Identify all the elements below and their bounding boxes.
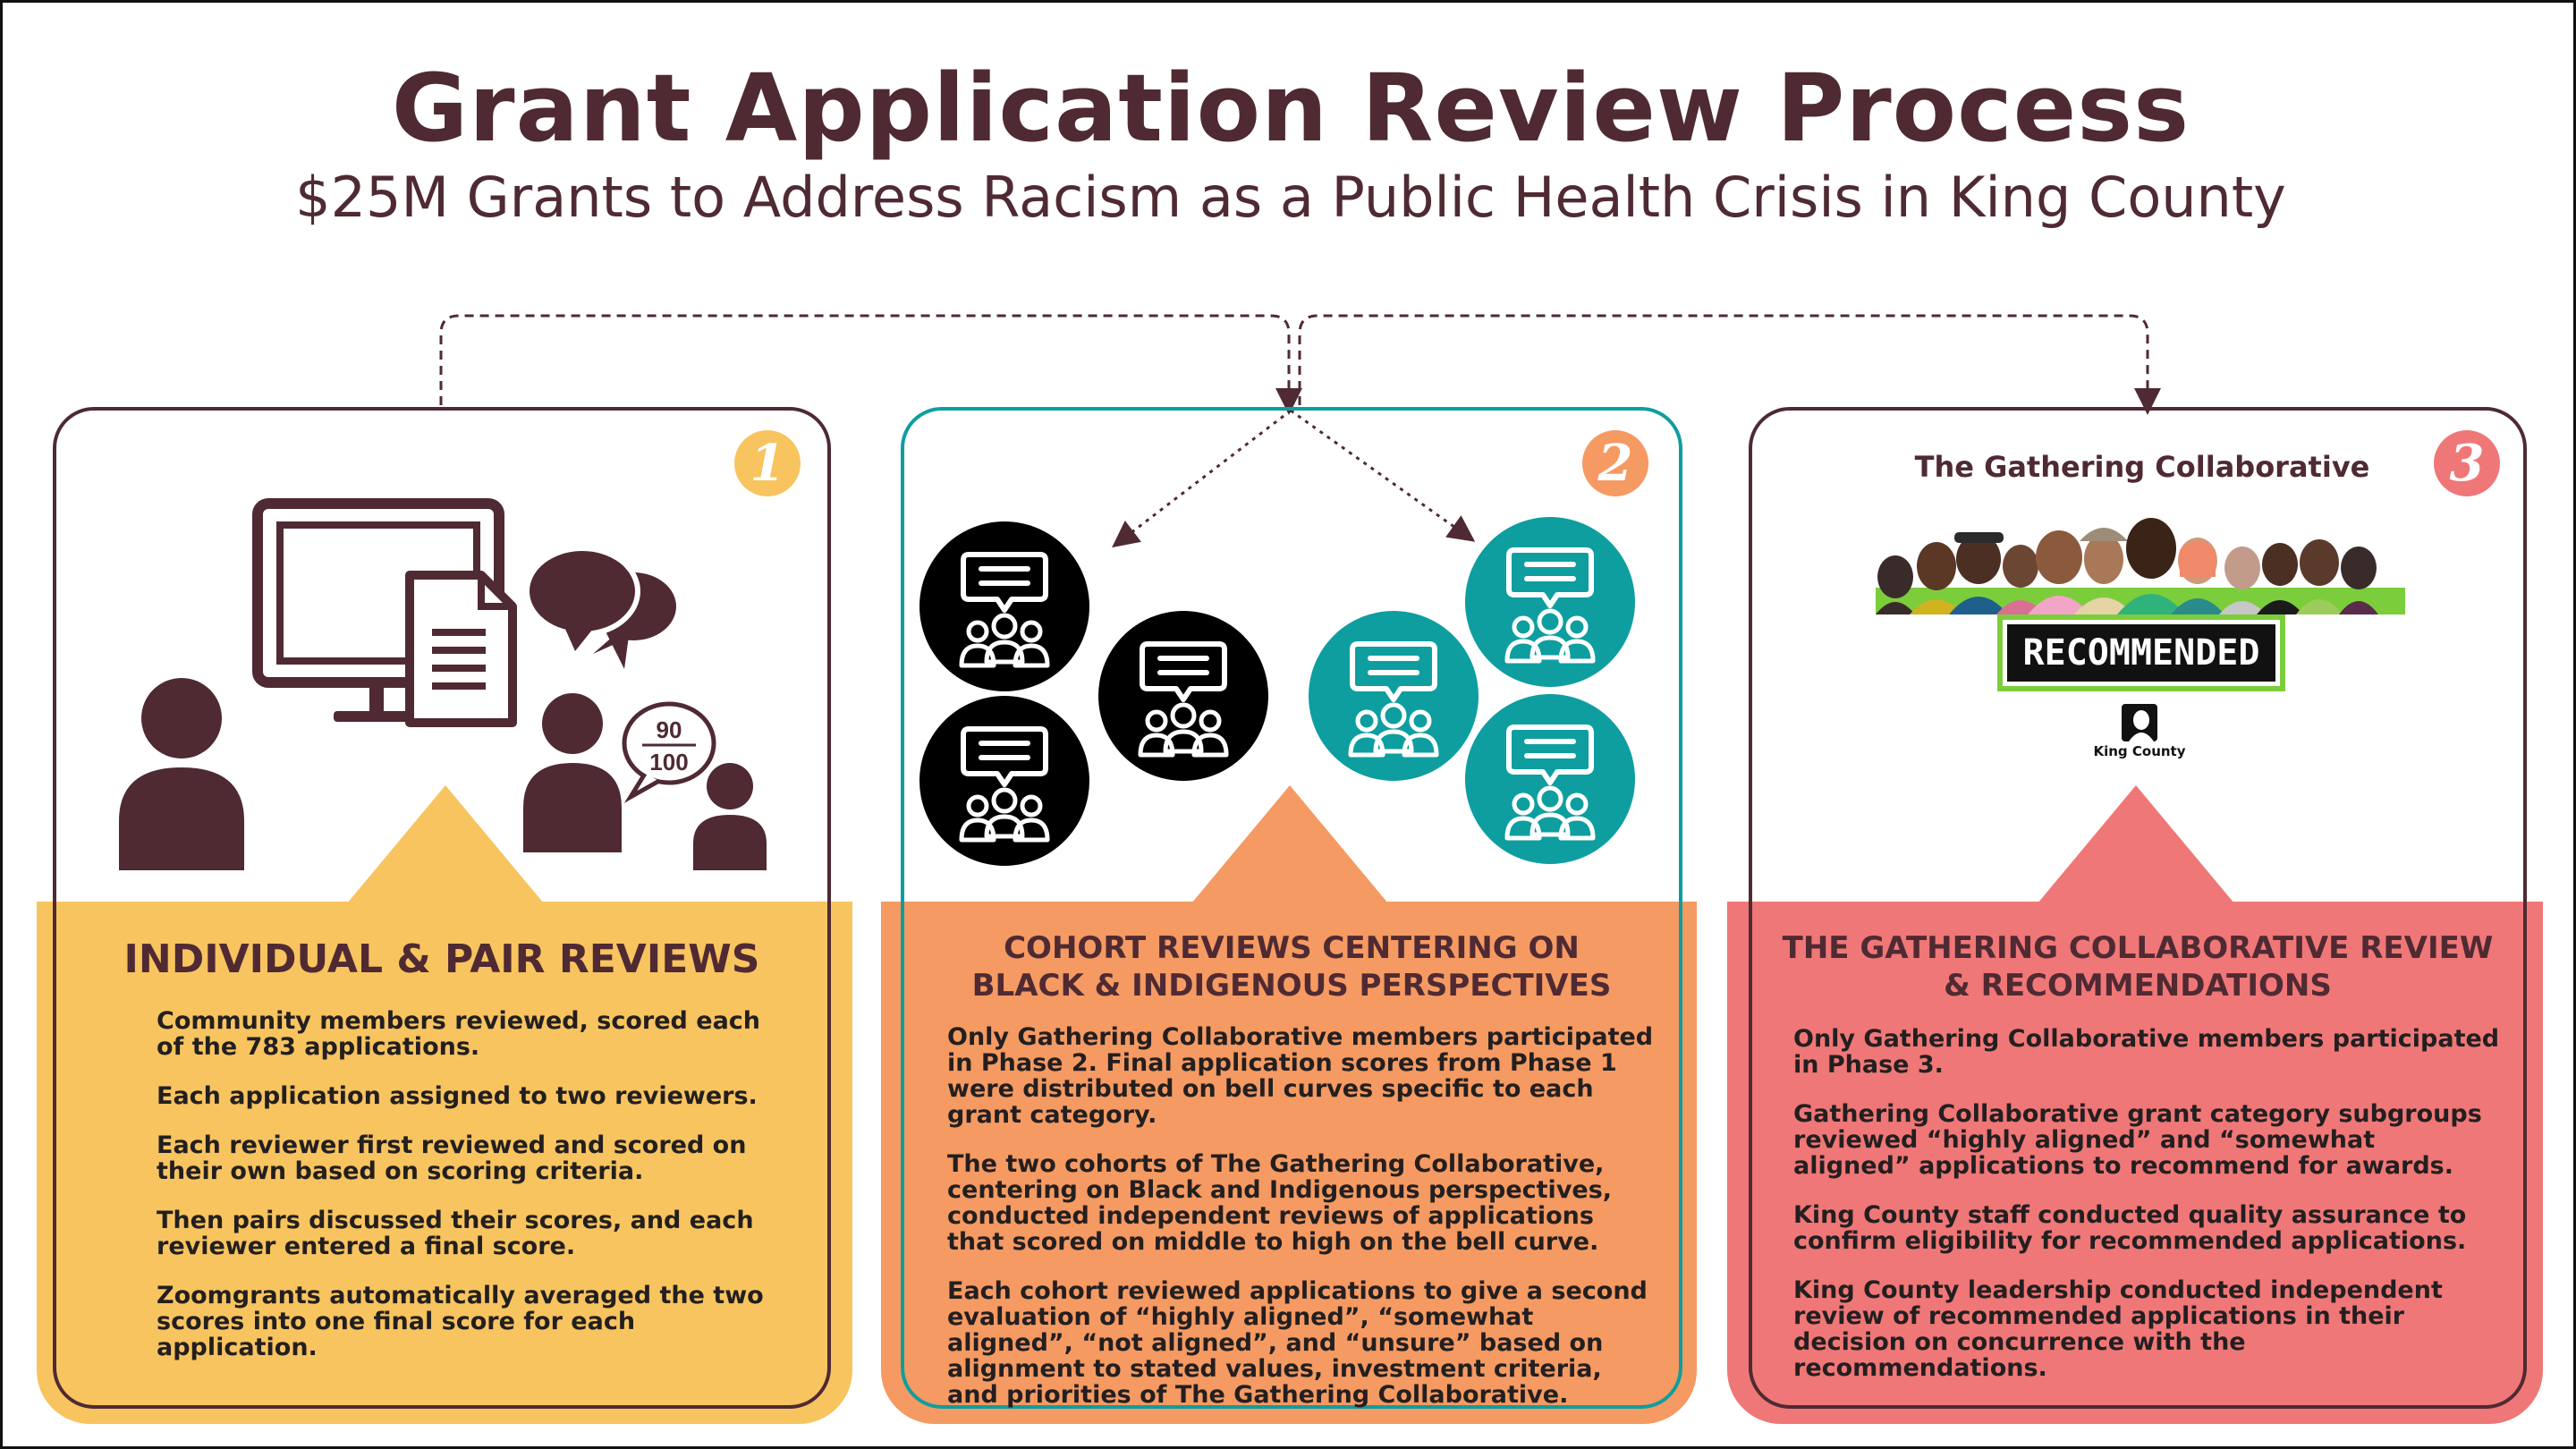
- king-county-logo-label: King County: [2093, 743, 2186, 759]
- phase-2-cohorts: [919, 517, 1635, 866]
- phase-3-heading-line: & RECOMMENDATIONS: [1944, 968, 2332, 1004]
- phase-3-color-block: [1727, 902, 2543, 1424]
- phase-2-paragraph: Only Gathering Collaborative members par…: [947, 1023, 1654, 1129]
- phase-1-number-badge: 1: [734, 430, 801, 496]
- phase-3-heading-line: THE GATHERING COLLABORATIVE REVIEW: [1782, 930, 2494, 966]
- phase-2-number-badge: 2: [1582, 430, 1648, 496]
- phase-2-heading: COHORT REVIEWS CENTERING ON BLACK & INDI…: [901, 929, 1682, 1004]
- phase-1-heading: INDIVIDUAL & PAIR REVIEWS: [53, 936, 831, 982]
- phase-1-frame: [53, 407, 831, 1409]
- person-icon: [119, 678, 244, 870]
- page-subtitle: $25M Grants to Address Racism as a Publi…: [295, 165, 2286, 230]
- recommended-stamp: RECOMMENDED: [1997, 614, 2285, 691]
- phase-1-paragraph: Zoomgrants automatically averaged the tw…: [157, 1282, 764, 1361]
- phase-2-text: Only Gathering Collaborative members par…: [947, 1024, 1654, 1431]
- group-chat-icon: [1309, 611, 1479, 781]
- king-county-logo-icon: King County: [2090, 704, 2189, 759]
- phase-1-paragraph: Each application assigned to two reviewe…: [157, 1082, 758, 1110]
- phase-2-paragraph: The two cohorts of The Gathering Collabo…: [947, 1150, 1613, 1256]
- group-chat-icon: [919, 521, 1089, 691]
- phase-3-pointer: [2038, 785, 2234, 903]
- person-icon: [523, 693, 622, 852]
- collaborative-title: The Gathering Collaborative: [1914, 450, 2370, 484]
- document-icon: [405, 571, 517, 727]
- connector-arrows: [439, 314, 2161, 548]
- phase-2-heading-line: BLACK & INDIGENOUS PERSPECTIVES: [971, 968, 1612, 1004]
- page-title: Grant Application Review Process: [391, 54, 2190, 163]
- phase-2-heading-line: COHORT REVIEWS CENTERING ON: [1004, 930, 1580, 966]
- group-chat-icon: [1098, 611, 1268, 781]
- phase-3-frame: [1749, 407, 2527, 1409]
- person-icon: [693, 763, 767, 870]
- phase-3-paragraph: Only Gathering Collaborative members par…: [1793, 1025, 2500, 1079]
- phase-1-heading-line: INDIVIDUAL & PAIR REVIEWS: [123, 936, 760, 982]
- chat-bubbles-icon: [524, 546, 676, 669]
- phase-1-paragraph: Then pairs discussed their scores, and e…: [157, 1207, 754, 1260]
- phase-3-paragraph: King County leadership conducted indepen…: [1793, 1276, 2443, 1382]
- phase-3-number-badge: 3: [2434, 430, 2500, 496]
- score-bubble-icon: 90 100: [622, 701, 716, 803]
- score-denominator: 100: [649, 749, 688, 775]
- group-chat-icon: [1465, 694, 1635, 864]
- phase-3-paragraph: Gathering Collaborative grant category s…: [1793, 1100, 2482, 1180]
- phase-2-color-block: [881, 902, 1697, 1424]
- phase-1-text: Community members reviewed, scored each …: [157, 1008, 765, 1384]
- phase-1-color-block: [37, 902, 852, 1424]
- phase-2-frame: [901, 407, 1682, 1409]
- people-group-illustration: [1876, 518, 2405, 614]
- phase-1-illustration: 90 100: [119, 498, 767, 870]
- group-chat-icon: [919, 696, 1089, 866]
- phase-2-paragraph: Each cohort reviewed applications to giv…: [947, 1277, 1648, 1409]
- connector-phase2-to-phase3: [1298, 314, 2161, 415]
- connector-phase1-to-phase2: [439, 314, 1302, 415]
- phase-1-pointer: [347, 785, 544, 903]
- phase-1-paragraph: Community members reviewed, scored each …: [157, 1007, 761, 1061]
- score-numerator: 90: [657, 716, 682, 743]
- phase-2-pointer: [1191, 785, 1388, 903]
- phase-3-text: Only Gathering Collaborative members par…: [1793, 1026, 2500, 1404]
- phase-3-heading: THE GATHERING COLLABORATIVE REVIEW & REC…: [1749, 929, 2527, 1004]
- phase-1-paragraph: Each reviewer first reviewed and scored …: [157, 1131, 747, 1185]
- group-chat-icon: [1465, 517, 1635, 687]
- phase-3-paragraph: King County staff conducted quality assu…: [1793, 1201, 2467, 1255]
